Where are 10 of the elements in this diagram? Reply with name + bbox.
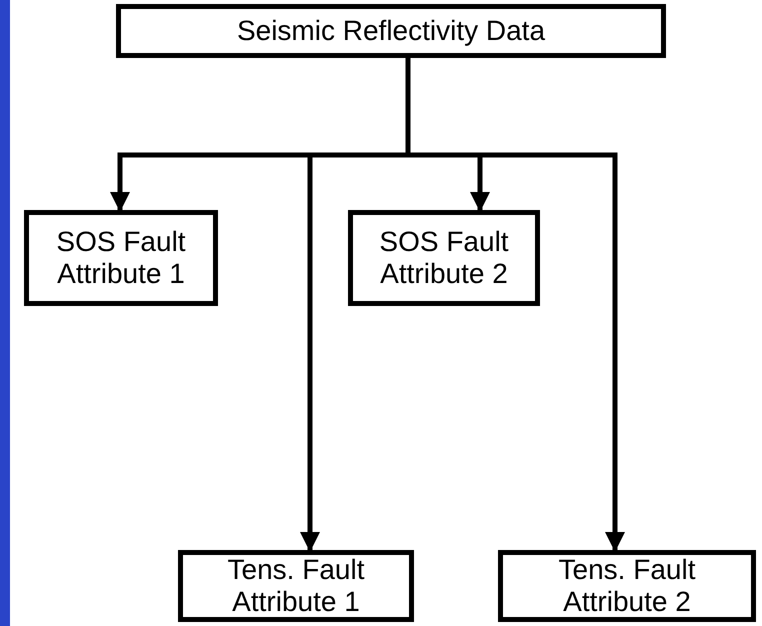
process-box [178,550,414,622]
box-label: Tens. Fault Attribute 1 [226,554,366,618]
box-label: SOS Fault Attribute 2 [378,226,510,290]
process-box [116,4,666,58]
process-box [24,210,218,306]
box-label: Tens. Fault Attribute 2 [558,554,696,618]
process-box [498,550,756,622]
box-label: SOS Fault Attribute 1 [55,226,187,290]
process-box [348,210,540,306]
box-label: Seismic Reflectivity Data [236,14,546,48]
